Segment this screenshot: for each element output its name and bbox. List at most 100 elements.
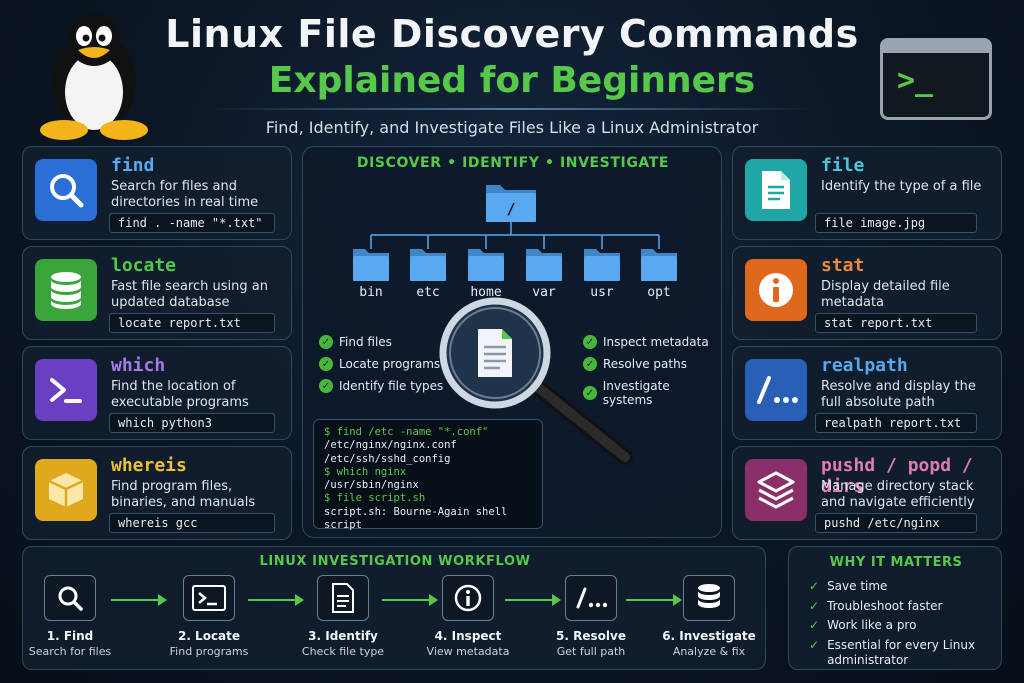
check-icon: ✓: [319, 335, 333, 349]
step-description: Search for files: [28, 645, 112, 658]
search-icon: [44, 575, 96, 621]
command-name: which: [111, 355, 166, 376]
root-folder-icon: [486, 185, 536, 222]
command-description: Search for files and directories in real…: [111, 179, 259, 210]
folder-icon: [410, 249, 446, 281]
arrow-icon: [626, 594, 682, 606]
command-name: pushd / popd / dirs: [821, 455, 973, 497]
command-name: file: [821, 155, 865, 176]
command-description: Display detailed file metadata: [821, 279, 950, 310]
workflow-step-locate: 2. Locate Find programs: [149, 575, 269, 658]
folder-label-var: var: [532, 285, 556, 300]
terminal-output: $ find /etc -name "*.conf" /etc/nginx/ng…: [313, 419, 543, 531]
card-which: which Find the location of executable pr…: [22, 346, 292, 440]
arrow-icon: [111, 594, 167, 606]
step-label: 4. Inspect: [434, 629, 502, 643]
check-icon: ✓: [809, 579, 820, 593]
arrow-icon: [382, 594, 438, 606]
command-name: realpath: [821, 355, 908, 376]
check-icon: ✓: [319, 379, 333, 393]
path-icon: [745, 359, 807, 421]
check-icon: ✓: [319, 357, 333, 371]
directory-tree: /: [353, 185, 677, 465]
terminal-line: $ file script.sh: [324, 492, 426, 505]
folder-label-home: home: [470, 285, 502, 300]
check-icon: ✓: [809, 618, 820, 632]
terminal-line: $ which nginx: [324, 465, 407, 478]
terminal-icon: [183, 575, 235, 621]
info-icon: [442, 575, 494, 621]
check-icon: ✓: [809, 637, 820, 652]
folder-icon: [526, 249, 562, 281]
list-item: ✓Save time: [809, 577, 995, 597]
path-icon: [565, 575, 617, 621]
check-item: ✓Inspect metadata: [583, 335, 709, 349]
workflow-step-inspect: 4. Inspect View metadata: [408, 575, 528, 658]
check-item: ✓Find files: [319, 335, 392, 349]
terminal-icon: >_: [880, 38, 992, 120]
command-name: whereis: [111, 455, 187, 476]
step-description: Get full path: [556, 645, 626, 658]
check-icon: ✓: [583, 357, 597, 371]
command-example: pushd /etc/nginx: [815, 513, 977, 533]
step-label: 5. Resolve: [556, 629, 626, 643]
step-description: View metadata: [426, 645, 510, 658]
step-label: 6. Investigate: [662, 629, 756, 643]
check-icon: ✓: [583, 386, 597, 400]
card-locate: locate Fast file search using an updated…: [22, 246, 292, 340]
folder-icon: [584, 249, 620, 281]
check-item: ✓Locate programs: [319, 357, 440, 371]
page-subtitle: Find, Identify, and Investigate Files Li…: [265, 118, 759, 137]
page-title-highlight: Explained for Beginners: [268, 60, 756, 101]
command-description: Manage directory stack and navigate effi…: [821, 479, 975, 510]
folder-icon: [468, 249, 504, 281]
card-whereis: whereis Find program files, binaries, an…: [22, 446, 292, 540]
check-item: ✓Resolve paths: [583, 357, 687, 371]
folder-icon: [641, 249, 677, 281]
package-icon: [35, 459, 97, 521]
workflow-step-find: 1. Find Search for files: [10, 575, 130, 658]
command-example: stat report.txt: [815, 313, 977, 333]
command-example: realpath report.txt: [815, 413, 977, 433]
card-stat: stat Display detailed file metadata stat…: [732, 246, 1002, 340]
terminal-line: script.sh: Bourne-Again shell script: [324, 505, 508, 532]
terminal-line: /usr/sbin/nginx: [324, 479, 419, 492]
check-icon: ✓: [809, 598, 820, 613]
terminal-line: $ find /etc -name "*.conf": [324, 426, 489, 438]
folder-label-bin: bin: [359, 285, 383, 300]
command-description: Fast file search using an updated databa…: [111, 279, 268, 310]
workflow-step-investigate: 6. Investigate Analyze & fix: [649, 575, 769, 658]
check-item: ✓Identify file types: [319, 379, 443, 393]
step-description: Analyze & fix: [672, 645, 746, 658]
terminal-line: /etc/ssh/sshd_config: [324, 452, 451, 465]
benefit-list: ✓Save time ✓Troubleshoot faster ✓Work li…: [809, 577, 995, 668]
command-example: find . -name "*.txt": [109, 213, 275, 233]
card-file: file Identify the type of a file file im…: [732, 146, 1002, 240]
document-icon: [745, 159, 807, 221]
list-item: ✓Work like a pro: [809, 616, 995, 636]
card-realpath: realpath Resolve and display the full ab…: [732, 346, 1002, 440]
command-example: file image.jpg: [815, 213, 977, 233]
card-find: find Search for files and directories in…: [22, 146, 292, 240]
why-it-matters-panel: WHY IT MATTERS ✓Save time ✓Troubleshoot …: [788, 546, 1002, 670]
check-icon: ✓: [583, 335, 597, 349]
discovery-diagram-panel: DISCOVER • IDENTIFY • INVESTIGATE /: [302, 146, 722, 538]
search-icon: [35, 159, 97, 221]
arrow-icon: [505, 594, 561, 606]
folder-label-usr: usr: [590, 285, 614, 300]
database-icon: [683, 575, 735, 621]
folder-label-etc: etc: [416, 285, 440, 300]
header-divider: [210, 108, 814, 110]
investigation-workflow: LINUX INVESTIGATION WORKFLOW 1. Find Sea…: [22, 546, 766, 670]
command-example: locate report.txt: [109, 313, 275, 333]
step-label: 2. Locate: [177, 629, 241, 643]
folder-icon: [353, 249, 389, 281]
layers-icon: [745, 459, 807, 521]
document-icon: [317, 575, 369, 621]
terminal-line: /etc/nginx/nginx.conf: [324, 439, 457, 452]
command-example: whereis gcc: [109, 513, 275, 533]
folder-label-opt: opt: [647, 285, 671, 300]
workflow-step-resolve: 5. Resolve Get full path: [531, 575, 651, 658]
list-item: ✓Essential for every Linux administrator: [809, 637, 976, 667]
why-title: WHY IT MATTERS: [829, 555, 963, 570]
